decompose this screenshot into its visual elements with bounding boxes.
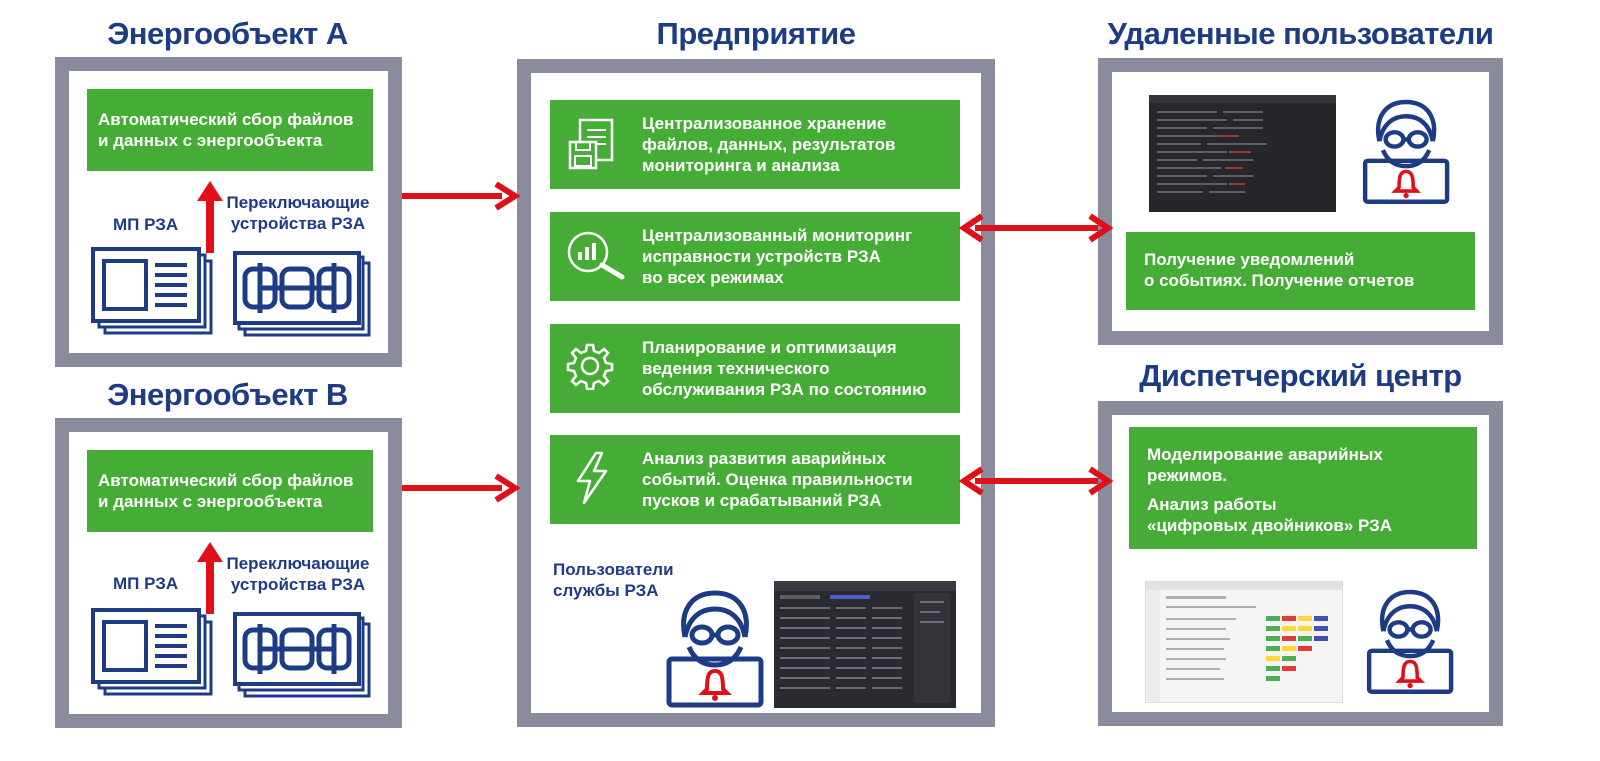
site-b-collection-line2: и данных с энергообъекта (98, 492, 323, 511)
site-b-collection-box: Автоматический сбор файлов и данных с эн… (87, 450, 373, 532)
function-line: событий. Оценка правильности (642, 470, 913, 489)
arrow-site-a-to-enterprise (402, 181, 521, 211)
site-a-mp-label: МП РЗА (113, 215, 179, 234)
site-a-title: Энергообъект А (107, 16, 348, 51)
site-b-collection-line1: Автоматический сбор файлов (98, 471, 354, 490)
modeling-line1: Моделирование аварийных (1147, 445, 1383, 464)
site-b-switch-line1: Переключающие (226, 554, 370, 573)
modeling-box: Моделирование аварийных режимов. Анализ … (1129, 427, 1477, 549)
site-b-title: Энергообъект В (107, 377, 348, 412)
gear-icon (566, 343, 614, 390)
function-line: обслуживания РЗА по состоянию (642, 380, 927, 399)
lightning-icon (576, 451, 608, 505)
modeling-line3: Анализ работы (1147, 495, 1277, 514)
function-line: файлов, данных, результатов (642, 135, 896, 154)
site-b-switch-label: Переключающие устройства РЗА (223, 553, 373, 595)
site-a-switch-label: Переключающие устройства РЗА (223, 192, 373, 234)
rza-users-line2: службы РЗА (553, 581, 659, 600)
up-arrow-icon (197, 542, 223, 614)
site-a-collection-box: Автоматический сбор файлов и данных с эн… (87, 89, 373, 171)
function-line: исправности устройств РЗА (642, 247, 881, 266)
notifications-box: Получение уведомлений о событиях. Получе… (1126, 232, 1475, 310)
relay-terminal-icon (91, 608, 213, 696)
function-line: ведения технического (642, 359, 830, 378)
enterprise-title: Предприятие (656, 16, 856, 51)
up-arrow-icon (197, 181, 223, 253)
digital-twin-screenshot (1145, 581, 1343, 703)
arrow-site-b-to-enterprise (402, 473, 521, 503)
operator-alert-icon (1362, 99, 1450, 205)
dispatch-panel: Моделирование аварийных режимов. Анализ … (1098, 401, 1503, 726)
function-box-storage: Централизованное хранение файлов, данных… (550, 100, 960, 189)
site-a-panel: Автоматический сбор файлов и данных с эн… (55, 57, 402, 367)
function-line: Централизованный мониторинг (642, 226, 913, 245)
event-log-screenshot (1149, 95, 1336, 212)
function-line: пусков и срабатываний РЗА (642, 491, 882, 510)
monitoring-icon (567, 231, 625, 280)
switching-device-icon (233, 251, 371, 337)
function-box-emergency: Анализ развития аварийных событий. Оценк… (550, 435, 960, 524)
enterprise-panel: Централизованное хранение файлов, данных… (517, 59, 995, 727)
function-line: мониторинга и анализа (642, 156, 840, 175)
function-line: Планирование и оптимизация (642, 338, 897, 357)
dispatch-title: Диспетчерский центр (1139, 358, 1462, 393)
function-line: Анализ развития аварийных (642, 449, 886, 468)
rza-users-line1: Пользователи (553, 560, 674, 579)
monitoring-screenshot (774, 581, 956, 708)
operator-alert-icon (666, 590, 764, 708)
rza-users-label: Пользователи службы РЗА (553, 559, 674, 601)
function-box-maintenance: Планирование и оптимизация ведения техни… (550, 324, 960, 413)
function-line: во всех режимах (642, 268, 784, 287)
function-box-monitoring: Централизованный мониторинг исправности … (550, 212, 960, 301)
relay-terminal-icon (91, 247, 213, 335)
site-b-mp-label: МП РЗА (113, 574, 179, 593)
storage-icon (568, 118, 614, 170)
modeling-line2: режимов. (1147, 466, 1228, 485)
notifications-line2: о событиях. Получение отчетов (1144, 271, 1415, 290)
site-b-switch-line2: устройства РЗА (230, 575, 366, 594)
notifications-line1: Получение уведомлений (1144, 250, 1355, 269)
modeling-line4: «цифровых двойников» РЗА (1147, 516, 1393, 535)
arrow-enterprise-dispatch (958, 466, 1114, 496)
site-b-panel: Автоматический сбор файлов и данных с эн… (55, 418, 402, 728)
operator-alert-icon (1366, 589, 1454, 695)
arrow-enterprise-remote-users (958, 213, 1114, 243)
site-a-switch-line1: Переключающие (226, 193, 370, 212)
site-a-switch-line2: устройства РЗА (230, 214, 366, 233)
switching-device-icon (233, 612, 371, 698)
remote-users-title: Удаленные пользователи (1107, 16, 1494, 51)
site-a-collection-line1: Автоматический сбор файлов (98, 110, 354, 129)
function-line: Централизованное хранение (642, 114, 887, 133)
remote-users-panel: Получение уведомлений о событиях. Получе… (1098, 58, 1503, 345)
site-a-collection-line2: и данных с энергообъекта (98, 131, 323, 150)
